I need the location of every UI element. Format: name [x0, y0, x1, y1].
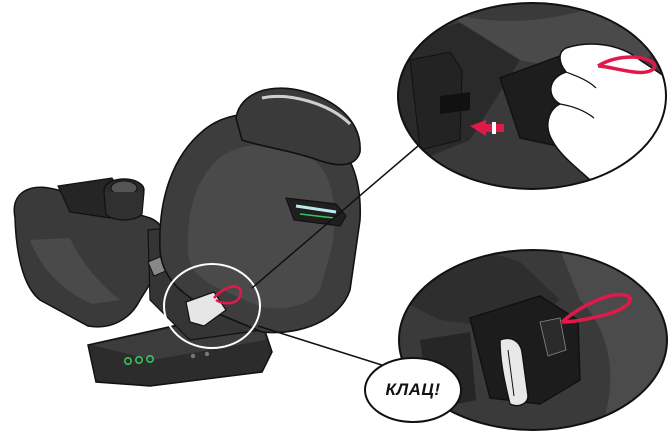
callout-text: КЛАЦ!: [365, 380, 461, 400]
base-screw: [205, 352, 209, 356]
latch-connector-detail-top: [396, 0, 670, 189]
cup-holder-body: [104, 192, 144, 220]
base-screw: [191, 354, 195, 358]
